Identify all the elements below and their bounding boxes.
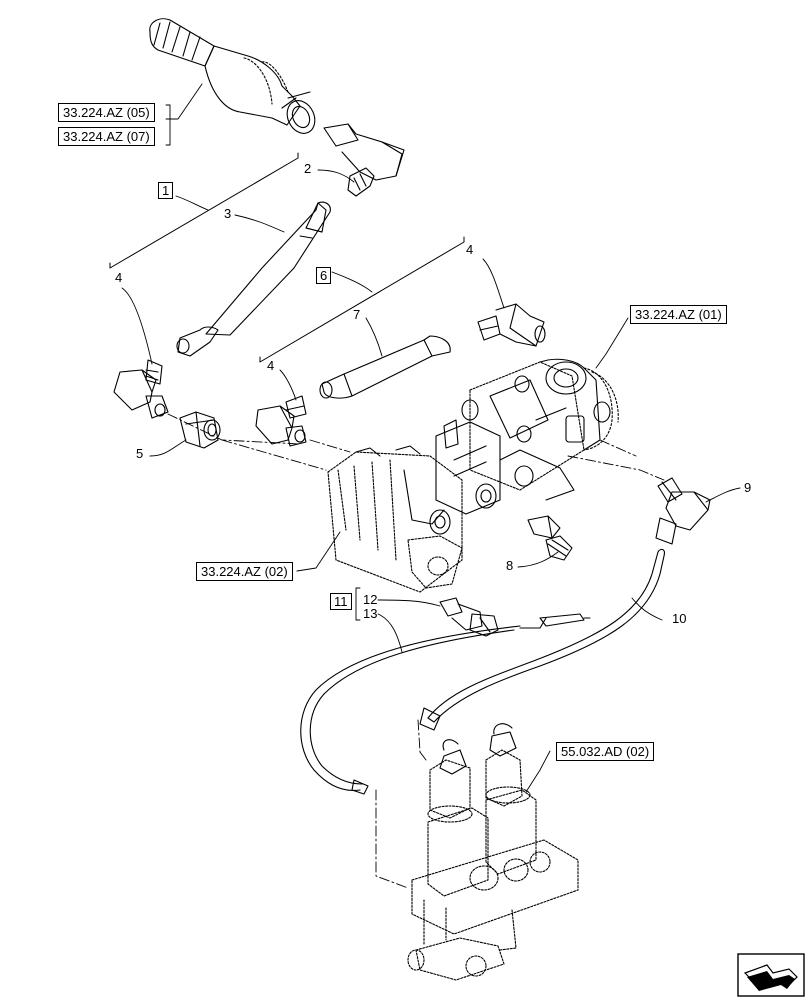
ref-55-032-ad-02[interactable]: 55.032.AD (02) [556,742,655,761]
callout-4-upper: 4 [466,242,474,257]
elbow-4-mid [255,395,307,447]
callout-5: 5 [136,446,144,461]
ref-33-224-az-02[interactable]: 33.224.AZ (02) [196,562,293,581]
callout-3: 3 [224,206,232,221]
callout-10: 10 [672,611,687,626]
leader-lines [121,83,741,793]
elbow-9 [655,477,711,545]
hose-7 [319,335,451,399]
group-label-6: 6 [316,267,332,284]
hose-3 [176,201,331,357]
ref-33-224-az-01[interactable]: 33.224.AZ (01) [630,305,727,324]
callout-12: 12 [363,592,378,607]
group-label-1: 1 [158,182,174,199]
valve-body-assembly [327,358,619,593]
tube-10 [419,548,665,731]
callout-7: 7 [353,307,361,322]
callout-2: 2 [304,161,312,176]
fitting-8 [527,515,573,561]
flow-lines [167,413,665,889]
ref-33-224-az-07[interactable]: 33.224.AZ (07) [58,127,155,146]
elbow-4-upper [477,303,546,347]
wire-13 [300,613,591,795]
elbow-fitting-2 [323,123,405,197]
next-page-arrow-icon[interactable] [737,953,805,997]
callout-13: 13 [363,606,378,621]
callout-9: 9 [744,480,752,495]
ref-33-224-az-05[interactable]: 33.224.AZ (05) [58,103,155,122]
solenoid-valve-block [407,749,579,981]
group-label-11: 11 [330,593,352,610]
elbow-4-left [113,359,169,419]
callout-4-mid: 4 [267,358,275,373]
quick-coupler-top [149,18,316,134]
callout-8: 8 [506,558,514,573]
valve-fittings-top [439,723,517,775]
adapter-5 [179,411,221,449]
callout-4-left: 4 [115,270,123,285]
